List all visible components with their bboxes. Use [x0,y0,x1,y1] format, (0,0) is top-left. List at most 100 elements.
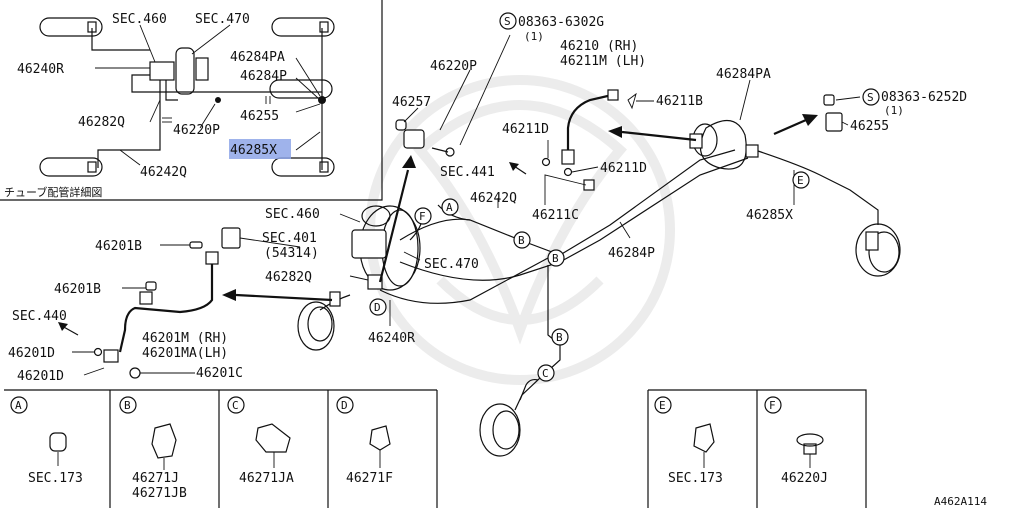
label-46242Q: 46242Q [470,191,517,206]
label-46211C: 46211C [532,208,579,223]
callout-A: A [446,201,453,214]
label-46284P: 46284P [608,246,655,261]
pointer-arrows [58,114,818,336]
legend-A: A SEC.173 [10,396,83,486]
tire-front-left [39,17,103,37]
legend-D-clip [369,425,391,451]
label-08363-6302G: 08363-6302G [518,15,604,30]
legend-A-part-0[interactable]: SEC.173 [28,471,83,486]
label-sec401-ref: (54314) [264,246,319,261]
screw-symbol-2 [862,88,880,106]
legend-C-letter: C [232,399,239,412]
screw-symbol-2-letter: S [867,91,874,104]
sec401-link[interactable]: SEC.401 [262,231,317,246]
legend-D-letter: D [341,399,348,412]
label-46211M-lh: 46211M (LH) [560,54,646,69]
tube-detail-inset: SEC.460 SEC.470 46240R 46284PA 46284P 46… [0,0,383,201]
inset-sec460-label[interactable]: SEC.460 [112,12,167,27]
rear-disc-right [855,223,901,277]
master-cylinder-booster [351,205,421,291]
inset-sec470-label[interactable]: SEC.470 [195,12,250,27]
legend-F: F 46220J [764,396,828,486]
label-46211D-upper: 46211D [502,122,549,137]
callout-C: C [542,367,549,380]
diagram-code: A462A114 [934,495,987,508]
legend-E: E SEC.173 [654,396,723,486]
label-46201C: 46201C [196,366,243,381]
46201B-bracket [221,227,241,249]
label-46201M-rh: 46201M (RH) [142,331,228,346]
sec460-link[interactable]: SEC.460 [265,207,320,222]
inset-46220P-label: 46220P [173,123,220,138]
screw-symbol-1 [499,12,517,30]
legend-panels: A SEC.173 B 46271J 46271JB C 46271JA D [4,389,867,508]
legend-A-grommet [49,432,67,452]
rear-right-brake-assembly [689,119,759,170]
legend-C: C 46271JA [227,396,294,486]
legend-A-letter: A [15,399,22,412]
legend-E-letter: E [659,399,666,412]
legend-C-clip [255,423,291,453]
front-hose-46210 [561,89,637,165]
callout-B-3: B [556,331,563,344]
label-46257: 46257 [392,95,431,110]
legend-D: D 46271F [336,396,393,486]
legend-B-part-1: 46271JB [132,486,187,501]
abs-actuator [149,61,175,81]
highlight-46285X [229,139,291,159]
label-46220P: 46220P [430,59,477,74]
legend-F-letter: F [769,399,776,412]
label-46201B-lower: 46201B [54,282,101,297]
legend-F-part-0: 46220J [781,471,828,486]
46282Q-junction [367,274,383,290]
inset-46282Q-label: 46282Q [78,115,125,130]
tire-front-right [271,17,335,37]
label-08363-6252D-qty: (1) [884,104,904,117]
fasteners [93,94,843,357]
inset-46242Q-label: 46242Q [140,165,187,180]
callout-B-1: B [518,234,525,247]
legend-E-part-0[interactable]: SEC.173 [668,471,723,486]
inset-46284PA-label: 46284PA [230,50,285,65]
junction-dot-right [318,96,326,104]
junction-dot-center [215,97,221,103]
callout-B-2: B [552,252,559,265]
inset-46255-label: 46255 [240,109,279,124]
label-46201D-lower: 46201D [17,369,64,384]
tire-right-mid [269,79,333,99]
label-46211B: 46211B [656,94,703,109]
label-46201D-upper: 46201D [8,346,55,361]
label-46255: 46255 [850,119,889,134]
inset-46285X-label: 46285X [230,143,277,158]
legend-B-part-0: 46271J [132,471,179,486]
sec441-link[interactable]: SEC.441 [440,165,495,180]
legend-B-clip [151,423,177,459]
rear-disc-center [479,378,539,457]
inset-46284P-label: 46284P [240,69,287,84]
label-46282Q: 46282Q [265,270,312,285]
legend-B-letter: B [124,399,131,412]
label-46210-rh: 46210 (RH) [560,39,638,54]
screw-symbol-1-letter: S [504,15,511,28]
label-46284PA: 46284PA [716,67,771,82]
tire-rear-right [271,157,335,177]
front-left-disc [297,291,341,351]
label-46240R: 46240R [368,331,415,346]
legend-F-clip [796,433,824,447]
inset-46240R-label: 46240R [17,62,64,77]
callout-F: F [419,210,426,223]
callout-E: E [797,174,804,187]
tire-rear-left [39,157,103,177]
label-08363-6302G-qty: (1) [524,30,544,43]
inset-caption: チューブ配管詳細図 [4,185,102,199]
legend-B: B 46271J 46271JB [119,396,187,501]
label-46201B-upper: 46201B [95,239,142,254]
main-exploded-view: A F B B B C D E S S 08363-6302G (1) 4622… [8,12,967,457]
sec440-link[interactable]: SEC.440 [12,309,67,324]
callout-D: D [374,301,381,314]
sec470-link[interactable]: SEC.470 [424,257,479,272]
legend-C-part-0: 46271JA [239,471,294,486]
label-46211D-lower: 46211D [600,161,647,176]
brake-booster [175,47,195,95]
